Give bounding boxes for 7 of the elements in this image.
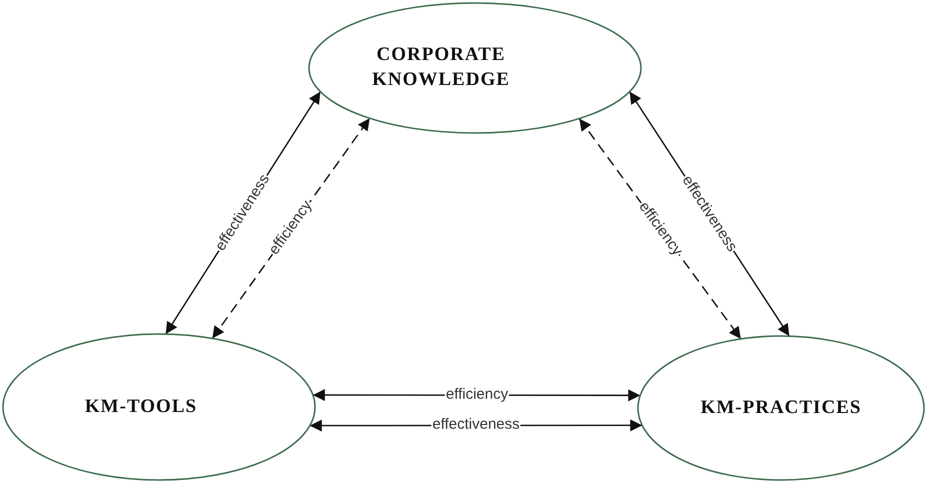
node-label: CORPORATE KNOWLEDGE [371, 43, 511, 92]
edge-label: efficiency [444, 386, 509, 404]
ellipse-node [308, 2, 642, 134]
ellipse-node [2, 333, 316, 481]
node-label: KM-PRACTICES [700, 396, 862, 420]
ellipse-node [637, 335, 925, 481]
node-label: KM-TOOLS [84, 394, 198, 419]
